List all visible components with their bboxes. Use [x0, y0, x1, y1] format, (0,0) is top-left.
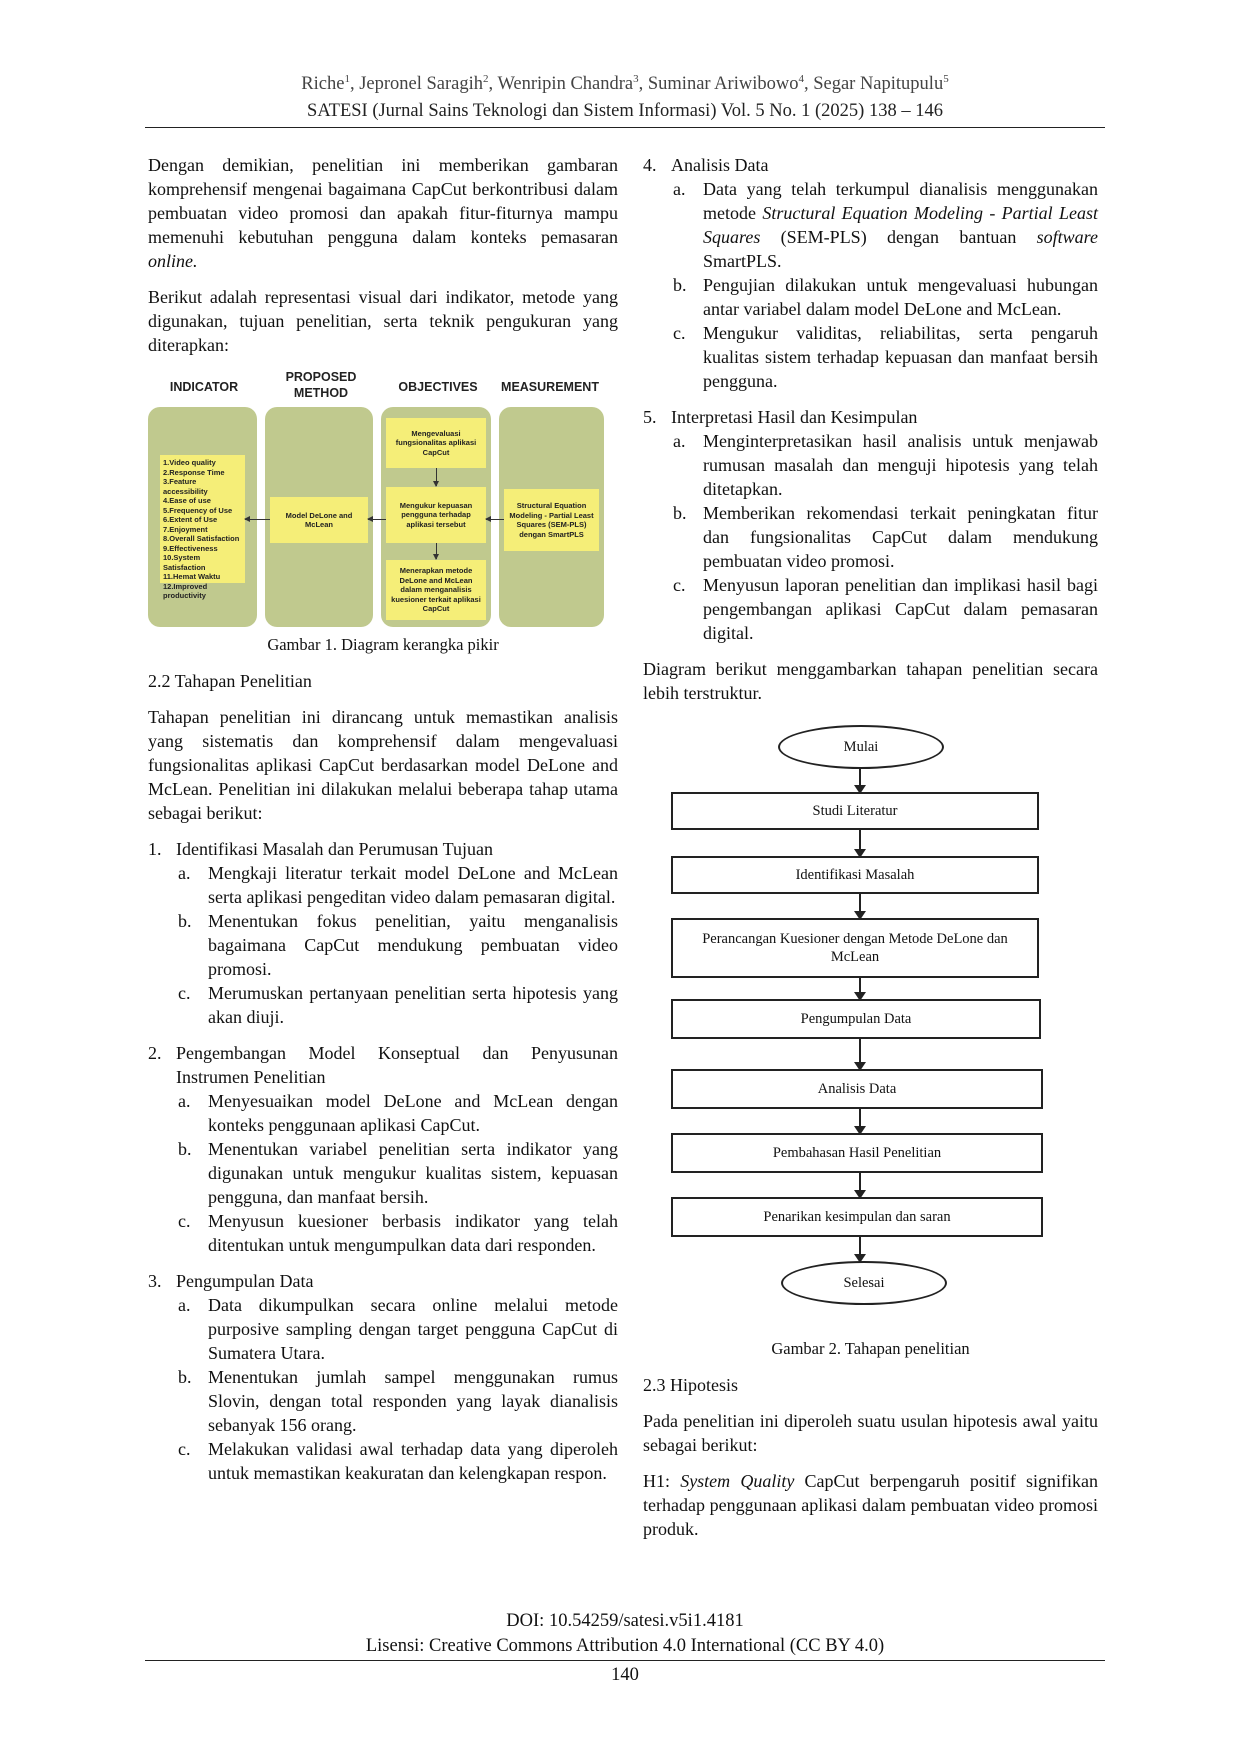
diagram-arrow: [244, 516, 270, 522]
indicator-item: 8.Overall Satisfaction: [163, 534, 240, 543]
diagram-arrow: [433, 543, 439, 560]
indicator-item: 11.Hemat Waktu: [163, 572, 221, 581]
indicator-item: 10.System Satisfaction: [163, 553, 206, 572]
step-2: 2.Pengembangan Model Konseptual dan Peny…: [148, 1041, 618, 1257]
flow-end-node: Selesai: [781, 1261, 947, 1305]
running-header-journal: SATESI (Jurnal Sains Teknologi dan Siste…: [307, 101, 943, 121]
flow-arrow: [854, 1039, 866, 1071]
header-rule: [145, 127, 1105, 128]
footer-doi: DOI: 10.54259/satesi.v5i1.4181: [506, 1611, 744, 1631]
list-item: a.Menyesuaikan model DeLone and McLean d…: [178, 1091, 618, 1135]
method-box: Model DeLone and McLean: [270, 497, 368, 543]
indicator-list-box: 1.Video quality 2.Response Time 3.Featur…: [160, 455, 245, 600]
list-item: c.Melakukan validasi awal terhadap data …: [178, 1439, 618, 1483]
list-item: 5.Interpretasi Hasil dan Kesimpulan: [643, 407, 918, 427]
flow-step: Perancangan Kuesioner dengan Metode DeLo…: [671, 918, 1039, 978]
indicator-item: 1.Video quality: [163, 458, 216, 467]
step-1: 1.Identifikasi Masalah dan Perumusan Tuj…: [148, 837, 618, 1029]
flow-step: Analisis Data: [671, 1069, 1043, 1109]
flow-arrow: [854, 1173, 866, 1199]
step-5: 5.Interpretasi Hasil dan Kesimpulan a.Me…: [643, 405, 1098, 645]
figure-2-caption: Gambar 2. Tahapan penelitian: [771, 1339, 970, 1358]
research-flowchart: Mulai Studi Literatur Identifikasi Masal…: [643, 725, 1098, 1325]
list-item: b.Menentukan fokus penelitian, yaitu men…: [178, 911, 618, 979]
flow-arrow: [854, 894, 866, 920]
indicator-item: 9.Effectiveness: [163, 543, 218, 553]
list-item: 1.Identifikasi Masalah dan Perumusan Tuj…: [148, 839, 493, 859]
right-column: 4.Analisis Data a.Data yang telah terkum…: [643, 153, 1098, 1553]
list-item: a.Data yang telah terkumpul dianalisis m…: [673, 179, 1098, 271]
flow-step: Penarikan kesimpulan dan saran: [671, 1197, 1043, 1237]
flow-arrow: [854, 1237, 866, 1263]
diagram-header-indicator: INDICATOR: [169, 380, 239, 394]
list-item: a.Data dikumpulkan secara online melalui…: [178, 1295, 618, 1363]
list-item: 3.Pengumpulan Data: [148, 1271, 314, 1291]
indicator-item: 6.Extent of Use: [163, 515, 218, 524]
flow-arrow: [854, 769, 866, 794]
paragraph: Diagram berikut menggambarkan tahapan pe…: [643, 659, 1098, 703]
list-item: c.Menyusun kuesioner berbasis indikator …: [178, 1211, 618, 1255]
paragraph: Berikut adalah representasi visual dari …: [148, 287, 618, 355]
diagram-header-method: PROPOSED METHOD: [285, 370, 357, 400]
diagram-header-measurement: MEASUREMENT: [501, 380, 599, 394]
indicator-item: 12.Improved productivity: [163, 581, 208, 601]
list-item: b.Pengujian dilakukan untuk mengevaluasi…: [673, 275, 1098, 319]
diagram-arrow: [485, 516, 504, 522]
flow-step: Studi Literatur: [671, 792, 1039, 830]
list-item: a.Mengkaji literatur terkait model DeLon…: [178, 863, 618, 907]
diagram-arrow: [367, 516, 386, 522]
left-column: Dengan demikian, penelitian ini memberik…: [148, 153, 618, 1497]
list-item: c.Mengukur validitas, reliabilitas, sert…: [673, 323, 1098, 391]
flow-step: Identifikasi Masalah: [671, 856, 1039, 894]
figure-1-caption: Gambar 1. Diagram kerangka pikir: [267, 635, 499, 654]
section-heading: 2.2 Tahapan Penelitian: [148, 671, 312, 691]
objective-box-3: Menerapkan metode DeLone and McLean dala…: [386, 560, 486, 620]
flow-start-node: Mulai: [778, 725, 944, 769]
paragraph: Dengan demikian, penelitian ini memberik…: [148, 155, 618, 271]
framework-diagram: INDICATOR PROPOSED METHOD OBJECTIVES MEA…: [148, 369, 604, 627]
list-item: 4.Analisis Data: [643, 155, 769, 175]
diagram-arrow: [433, 468, 439, 487]
paragraph: Tahapan penelitian ini dirancang untuk m…: [148, 707, 618, 823]
list-item: c.Merumuskan pertanyaan penelitian serta…: [178, 983, 618, 1027]
objective-box-1: Mengevaluasi fungsionalitas aplikasi Cap…: [386, 418, 486, 468]
footer-license: Lisensi: Creative Commons Attribution 4.…: [365, 1636, 885, 1656]
flow-arrow: [854, 830, 866, 858]
section-heading: 2.3 Hipotesis: [643, 1375, 739, 1395]
hypothesis-h1: H1: System Quality CapCut berpengaruh po…: [643, 1471, 1099, 1539]
flow-step: Pengumpulan Data: [671, 999, 1041, 1039]
footer-rule: [145, 1660, 1105, 1661]
list-item: b.Memberikan rekomendasi terkait peningk…: [673, 503, 1098, 571]
objective-box-2: Mengukur kepuasan pengguna terhadap apli…: [386, 487, 486, 543]
indicator-item: 4.Ease of use: [163, 496, 211, 505]
diagram-header-objectives: OBJECTIVES: [398, 380, 478, 394]
indicator-item: 7.Enjoyment: [163, 524, 208, 534]
list-item: a.Menginterpretasikan hasil analisis unt…: [673, 431, 1098, 499]
indicator-item: 2.Response Time: [163, 467, 225, 477]
step-3: 3.Pengumpulan Data a.Data dikumpulkan se…: [148, 1269, 618, 1485]
step-4: 4.Analisis Data a.Data yang telah terkum…: [643, 153, 1098, 393]
running-header-authors: Riche1, Jepronel Saragih2, Wenripin Chan…: [301, 72, 949, 94]
list-item: b.Menentukan variabel penelitian serta i…: [178, 1139, 618, 1207]
flow-step: Pembahasan Hasil Penelitian: [671, 1133, 1043, 1173]
indicator-item: 3.Feature accessibility: [163, 477, 208, 496]
paragraph: Pada penelitian ini diperoleh suatu usul…: [643, 1411, 1098, 1455]
list-item: c.Menyusun laporan penelitian dan implik…: [673, 575, 1098, 643]
list-item: 2.Pengembangan Model Konseptual dan Peny…: [148, 1043, 618, 1087]
list-item: b.Menentukan jumlah sampel menggunakan r…: [178, 1367, 618, 1435]
flow-arrow: [854, 978, 866, 1001]
indicator-item: 5.Frequency of Use: [163, 505, 233, 515]
measurement-box: Structural Equation Modeling - Partial L…: [504, 489, 599, 551]
page-number: 140: [611, 1665, 639, 1685]
flow-arrow: [854, 1109, 866, 1135]
